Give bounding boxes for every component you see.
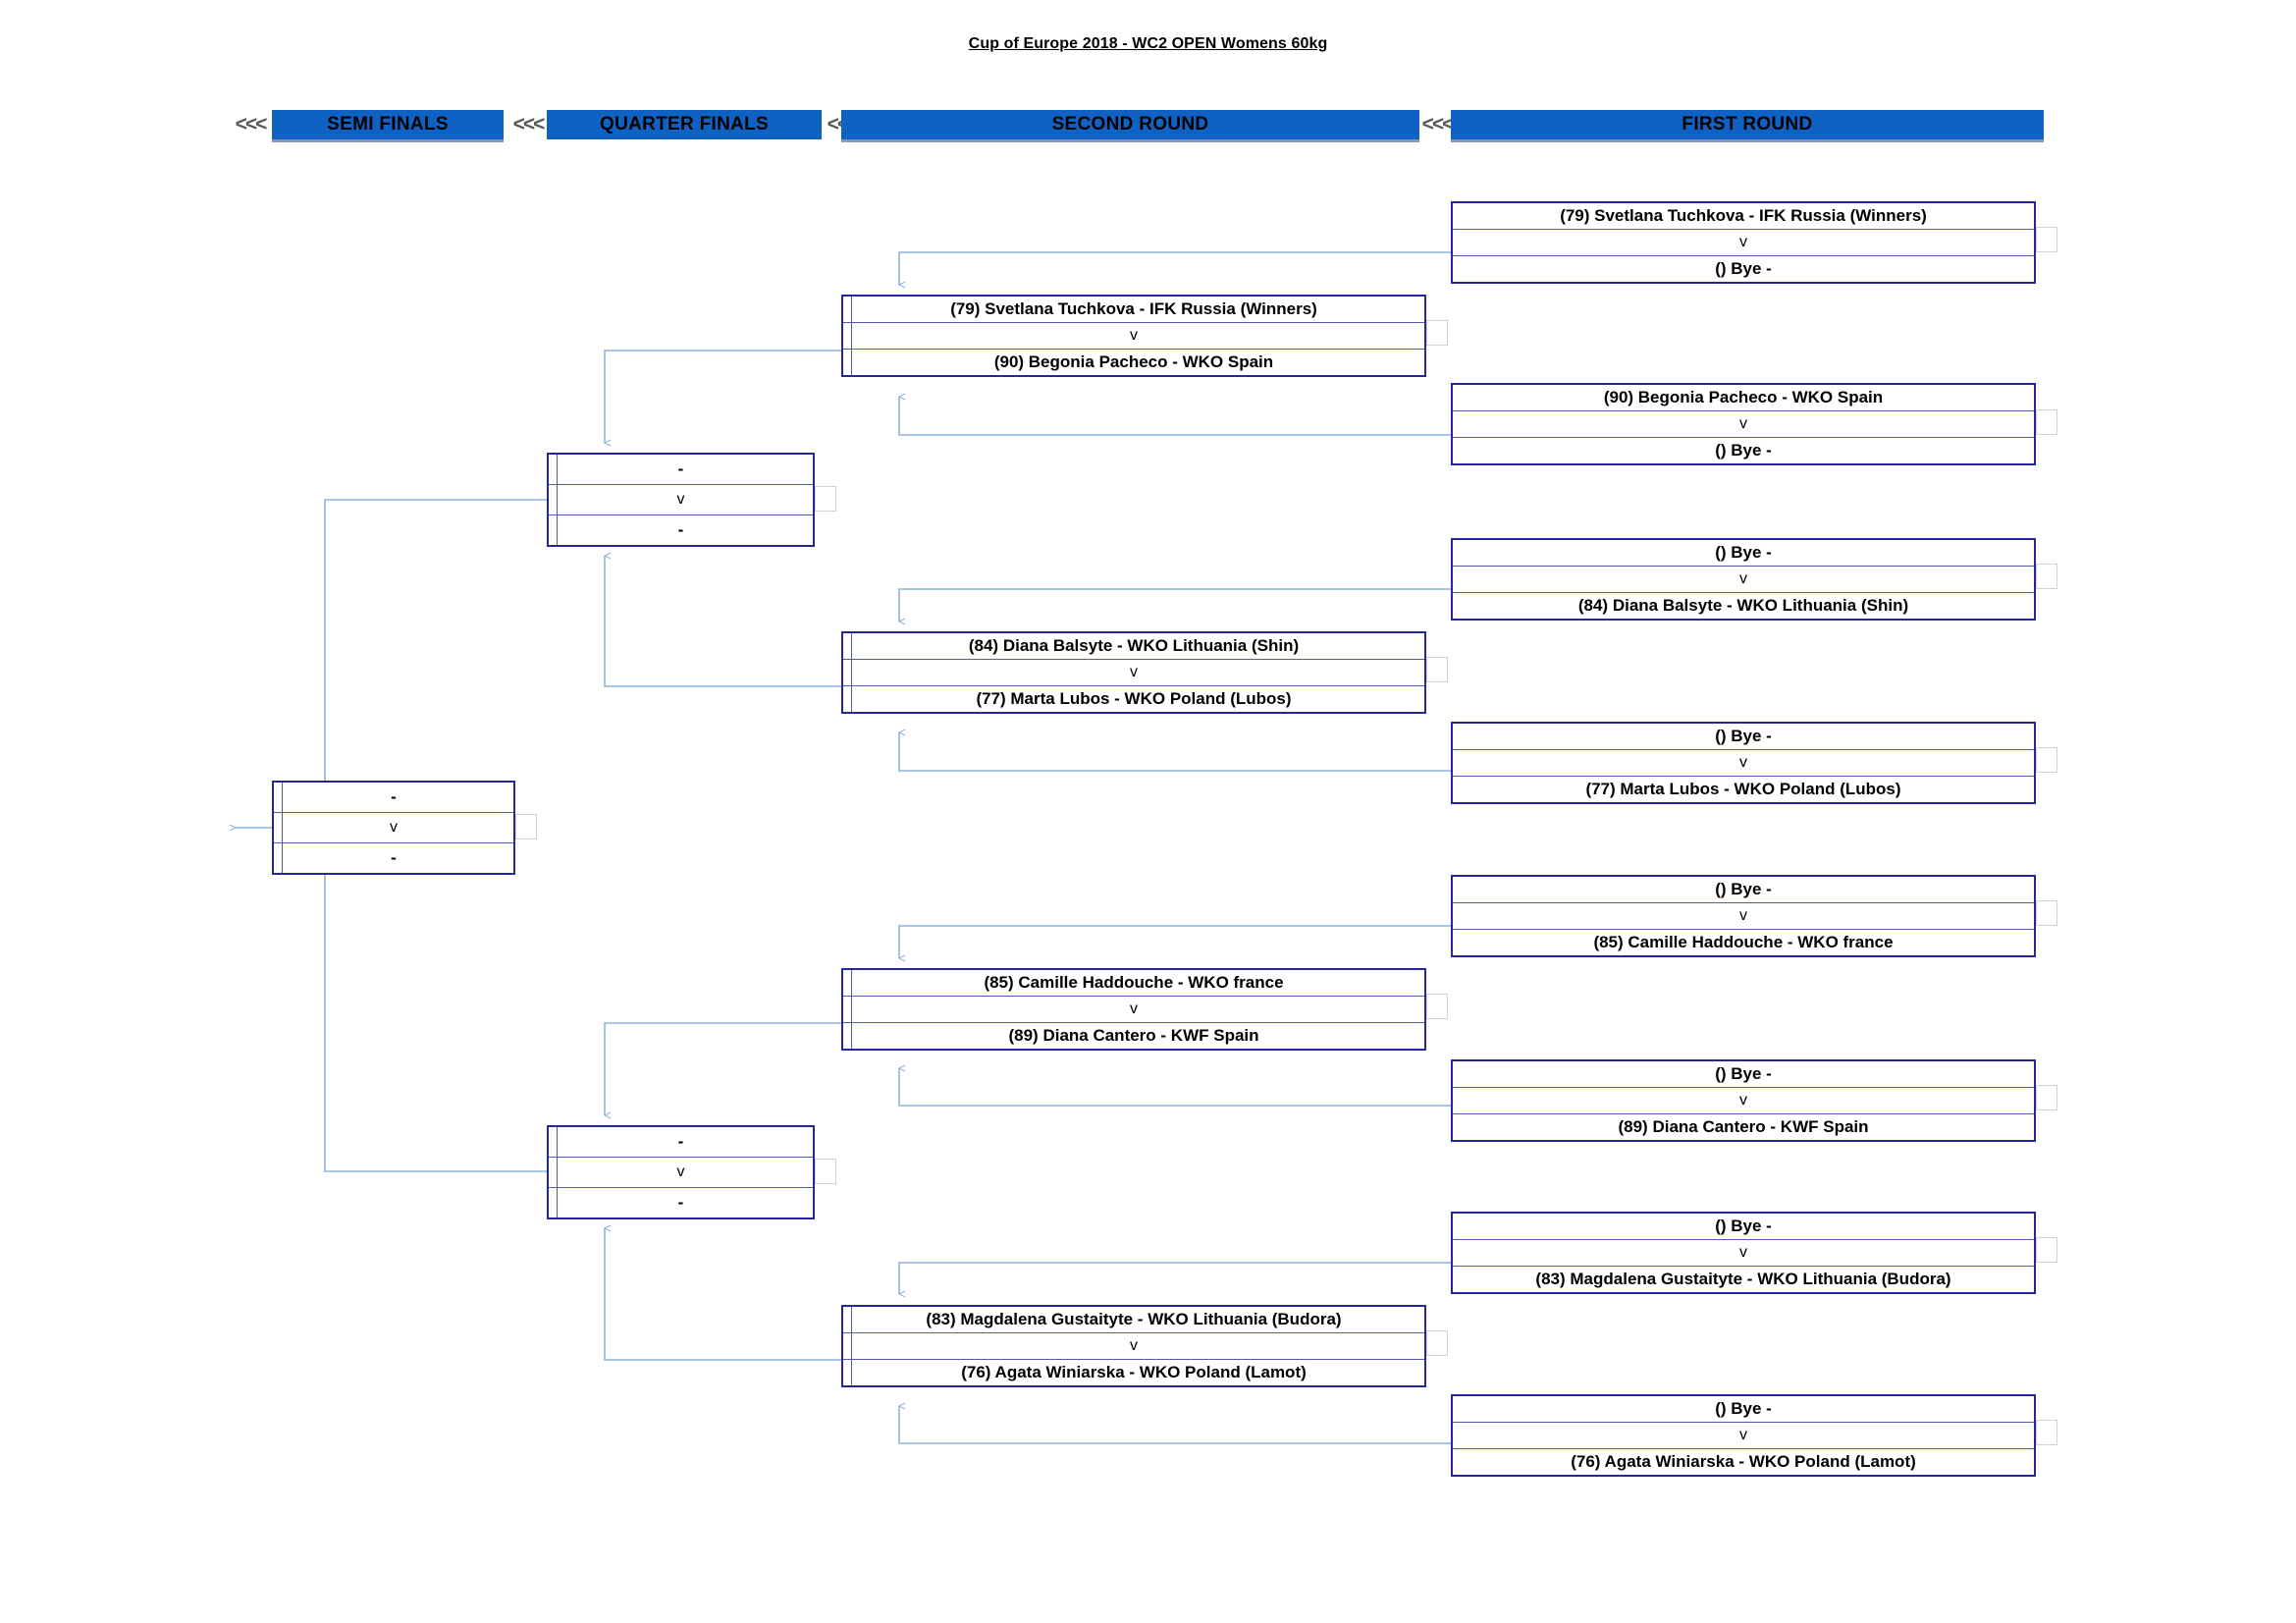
competitor-top: () Bye - bbox=[1453, 1396, 2034, 1423]
versus-label: v bbox=[1453, 230, 2034, 256]
result-stub bbox=[2036, 409, 2057, 435]
result-stub bbox=[815, 486, 836, 512]
result-stub bbox=[1426, 320, 1448, 346]
competitor-top: (79) Svetlana Tuchkova - IFK Russia (Win… bbox=[843, 297, 1424, 323]
versus-label: v bbox=[1453, 1240, 2034, 1267]
match-box-second-round-1[interactable]: (79) Svetlana Tuchkova - IFK Russia (Win… bbox=[841, 295, 1426, 377]
competitor-top: - bbox=[274, 783, 513, 813]
match-box-first-round-3[interactable]: () Bye - v (84) Diana Balsyte - WKO Lith… bbox=[1451, 538, 2036, 621]
result-stub bbox=[1426, 657, 1448, 682]
chevron-left-first-round: <<< bbox=[1421, 113, 1455, 135]
result-stub bbox=[2036, 1420, 2057, 1445]
match-box-second-round-2[interactable]: (84) Diana Balsyte - WKO Lithuania (Shin… bbox=[841, 631, 1426, 714]
competitor-top: - bbox=[549, 455, 813, 485]
competitor-top: (84) Diana Balsyte - WKO Lithuania (Shin… bbox=[843, 633, 1424, 660]
competitor-top: () Bye - bbox=[1453, 724, 2034, 750]
competitor-bottom: (76) Agata Winiarska - WKO Poland (Lamot… bbox=[961, 1363, 1307, 1381]
versus-label: v bbox=[843, 323, 1424, 350]
competitor-top: () Bye - bbox=[1453, 1214, 2034, 1240]
match-box-second-round-4[interactable]: (83) Magdalena Gustaityte - WKO Lithuani… bbox=[841, 1305, 1426, 1387]
result-stub bbox=[2036, 564, 2057, 589]
chevron-left-semi-finals: <<< bbox=[235, 113, 268, 135]
versus-label: v bbox=[1453, 1423, 2034, 1449]
result-stub bbox=[2036, 900, 2057, 926]
round-header-second-round: SECOND ROUND bbox=[841, 110, 1419, 139]
round-header-first-round: FIRST ROUND bbox=[1451, 110, 2044, 139]
competitor-bottom: - bbox=[677, 520, 684, 539]
versus-label: v bbox=[843, 660, 1424, 686]
result-stub bbox=[515, 814, 537, 839]
versus-label: v bbox=[1453, 750, 2034, 777]
match-box-first-round-2[interactable]: (90) Begonia Pacheco - WKO Spain v () By… bbox=[1451, 383, 2036, 465]
match-box-first-round-8[interactable]: () Bye - v (76) Agata Winiarska - WKO Po… bbox=[1451, 1394, 2036, 1477]
versus-label: v bbox=[549, 1158, 813, 1188]
match-box-first-round-1[interactable]: (79) Svetlana Tuchkova - IFK Russia (Win… bbox=[1451, 201, 2036, 284]
competitor-bottom: (89) Diana Cantero - KWF Spain bbox=[1618, 1117, 1869, 1136]
page-title: Cup of Europe 2018 - WC2 OPEN Womens 60k… bbox=[968, 35, 1328, 52]
competitor-top: - bbox=[549, 1127, 813, 1158]
match-box-quarter-final-1[interactable]: - v - bbox=[547, 453, 815, 547]
result-stub bbox=[1426, 994, 1448, 1019]
competitor-bottom: - bbox=[677, 1193, 684, 1212]
result-stub bbox=[2036, 227, 2057, 252]
versus-label: v bbox=[843, 997, 1424, 1023]
match-box-first-round-7[interactable]: () Bye - v (83) Magdalena Gustaityte - W… bbox=[1451, 1212, 2036, 1294]
match-box-second-round-3[interactable]: (85) Camille Haddouche - WKO france v (8… bbox=[841, 968, 1426, 1051]
competitor-top: () Bye - bbox=[1453, 1061, 2034, 1088]
competitor-bottom: () Bye - bbox=[1715, 441, 1772, 460]
competitor-top: () Bye - bbox=[1453, 877, 2034, 903]
versus-label: v bbox=[1453, 411, 2034, 438]
versus-label: v bbox=[549, 485, 813, 515]
result-stub bbox=[2036, 1085, 2057, 1110]
competitor-bottom: - bbox=[391, 848, 397, 867]
competitor-bottom: (83) Magdalena Gustaityte - WKO Lithuani… bbox=[1535, 1270, 1951, 1288]
chevron-left-quarter-finals: <<< bbox=[512, 113, 546, 135]
competitor-bottom: (90) Begonia Pacheco - WKO Spain bbox=[993, 352, 1274, 371]
competitor-bottom: (77) Marta Lubos - WKO Poland (Lubos) bbox=[1585, 780, 1901, 798]
versus-label: v bbox=[1453, 903, 2034, 930]
competitor-bottom: (76) Agata Winiarska - WKO Poland (Lamot… bbox=[1571, 1452, 1916, 1471]
competitor-top: (83) Magdalena Gustaityte - WKO Lithuani… bbox=[843, 1307, 1424, 1333]
result-stub bbox=[2036, 747, 2057, 773]
versus-label: v bbox=[1453, 1088, 2034, 1114]
match-box-first-round-5[interactable]: () Bye - v (85) Camille Haddouche - WKO … bbox=[1451, 875, 2036, 957]
versus-label: v bbox=[1453, 567, 2034, 593]
round-header-quarter-finals: QUARTER FINALS bbox=[547, 110, 822, 139]
competitor-top: (85) Camille Haddouche - WKO france bbox=[843, 970, 1424, 997]
competitor-top: () Bye - bbox=[1453, 540, 2034, 567]
match-box-first-round-4[interactable]: () Bye - v (77) Marta Lubos - WKO Poland… bbox=[1451, 722, 2036, 804]
result-stub bbox=[2036, 1237, 2057, 1263]
competitor-bottom: (77) Marta Lubos - WKO Poland (Lubos) bbox=[976, 689, 1292, 708]
competitor-top: (90) Begonia Pacheco - WKO Spain bbox=[1453, 385, 2034, 411]
match-box-semi-final-1[interactable]: - v - bbox=[272, 781, 515, 875]
competitor-bottom: (89) Diana Cantero - KWF Spain bbox=[1008, 1026, 1259, 1045]
match-box-quarter-final-2[interactable]: - v - bbox=[547, 1125, 815, 1219]
result-stub bbox=[815, 1159, 836, 1184]
result-stub bbox=[1426, 1330, 1448, 1356]
competitor-bottom: () Bye - bbox=[1715, 259, 1772, 278]
competitor-bottom: (85) Camille Haddouche - WKO france bbox=[1593, 933, 1894, 951]
versus-label: v bbox=[274, 813, 513, 843]
round-header-semi-finals: SEMI FINALS bbox=[272, 110, 504, 139]
competitor-top: (79) Svetlana Tuchkova - IFK Russia (Win… bbox=[1453, 203, 2034, 230]
competitor-bottom: (84) Diana Balsyte - WKO Lithuania (Shin… bbox=[1577, 596, 1909, 615]
match-box-first-round-6[interactable]: () Bye - v (89) Diana Cantero - KWF Spai… bbox=[1451, 1059, 2036, 1142]
versus-label: v bbox=[843, 1333, 1424, 1360]
